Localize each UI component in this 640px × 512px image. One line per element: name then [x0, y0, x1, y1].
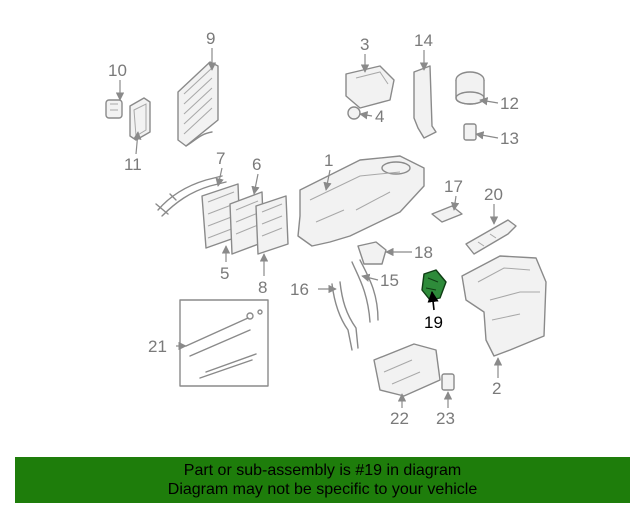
callout-20: 20 — [484, 185, 503, 204]
callout-5: 5 — [220, 264, 229, 283]
callout-4: 4 — [375, 107, 384, 126]
callout-17: 17 — [444, 177, 463, 196]
callout-18: 18 — [414, 243, 433, 262]
banner-line-2: Diagram may not be specific to your vehi… — [167, 481, 478, 498]
callout-9: 9 — [206, 29, 215, 48]
callout-10: 10 — [108, 61, 127, 80]
part-22-duct — [373, 343, 441, 397]
info-banner: Part or sub-assembly is #19 in diagram D… — [15, 457, 630, 503]
banner-line-1: Part or sub-assembly is #19 in diagram — [183, 462, 462, 479]
callout-14: 14 — [414, 31, 433, 50]
part-2-heater-box — [461, 255, 547, 357]
part-7-tubes — [155, 175, 227, 217]
callout-23: 23 — [436, 409, 455, 428]
part-3-actuator — [345, 65, 395, 109]
part-11-seal — [129, 97, 151, 141]
part-9-evaporator — [177, 61, 219, 147]
part-18-valve — [357, 241, 387, 265]
callout-12: 12 — [500, 94, 519, 113]
part-8-heater-core — [255, 195, 289, 255]
callout-21: 21 — [148, 337, 167, 356]
part-12-blower-motor — [455, 71, 485, 105]
part-4-clip — [347, 106, 361, 120]
callout-3: 3 — [360, 35, 369, 54]
callout-1: 1 — [324, 151, 333, 170]
parts-diagram: 9 10 11 3 4 14 12 13 7 6 5 8 1 17 20 18 … — [105, 29, 547, 428]
callout-11: 11 — [124, 155, 142, 174]
callout-7: 7 — [216, 149, 225, 168]
leader-lines — [115, 48, 503, 408]
part-16-hose — [331, 281, 359, 351]
callout-8: 8 — [258, 278, 267, 297]
part-14-duct — [413, 65, 437, 139]
part-20-bracket — [465, 219, 517, 255]
callout-2: 2 — [492, 379, 501, 398]
part-21-kit — [179, 299, 269, 387]
callout-22: 22 — [390, 409, 409, 428]
part-17-filter — [431, 205, 463, 223]
part-13-resistor — [463, 123, 477, 141]
part-10-sensor — [105, 99, 123, 119]
callout-19[interactable]: 19 — [424, 313, 443, 332]
part-1-hvac-case — [297, 155, 425, 247]
part-23-clip — [441, 373, 455, 391]
callout-6: 6 — [252, 155, 261, 174]
callout-13: 13 — [500, 129, 519, 148]
part-19-highlighted[interactable] — [421, 269, 447, 301]
callout-15: 15 — [380, 271, 399, 290]
callout-16: 16 — [290, 280, 309, 299]
part-15-hose — [351, 259, 379, 323]
